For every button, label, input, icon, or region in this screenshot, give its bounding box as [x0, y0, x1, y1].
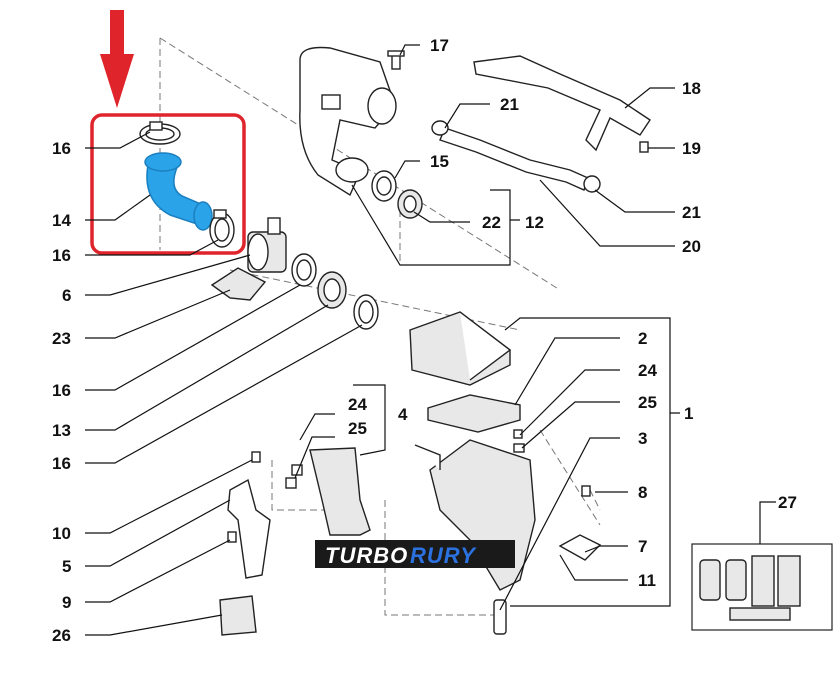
label-16a: 16	[52, 139, 71, 158]
service-kit-27	[691, 543, 833, 631]
label-6: 6	[62, 286, 71, 305]
label-24b: 24	[348, 395, 367, 414]
bolt-10	[251, 451, 261, 463]
label-7: 7	[638, 537, 647, 556]
label-21a: 21	[500, 95, 519, 114]
drain-3	[493, 599, 507, 635]
label-14: 14	[52, 211, 71, 230]
flow-meter-6	[247, 217, 287, 273]
bracket-7-11	[558, 534, 602, 561]
hose-14-highlighted	[144, 152, 213, 231]
bolt-17	[387, 50, 405, 70]
callout-numbers: 16 14 16 6 23 16 13 16 10 5 9 26 17 21 1…	[52, 36, 797, 645]
label-21b: 21	[682, 203, 701, 222]
label-26: 26	[52, 626, 71, 645]
screws-24-25	[513, 429, 525, 453]
label-25a: 25	[638, 393, 657, 412]
label-15: 15	[430, 152, 449, 171]
turborury-watermark: TURBO RURY	[315, 540, 515, 568]
pad-26	[219, 595, 257, 636]
watermark-part1: TURBO	[325, 543, 408, 568]
label-27: 27	[778, 493, 797, 512]
label-22: 22	[482, 213, 501, 232]
label-16b: 16	[52, 246, 71, 265]
label-13: 13	[52, 421, 71, 440]
watermark-part2: RURY	[410, 543, 477, 568]
leader-lines	[85, 44, 776, 636]
bracket-18	[473, 55, 651, 153]
filter-lid	[409, 311, 512, 386]
hose-20	[431, 120, 601, 193]
label-24a: 24	[638, 361, 657, 380]
clamp-16-bottom	[353, 294, 379, 330]
bracket-23	[210, 267, 267, 301]
bracket-5	[227, 478, 271, 579]
label-25b: 25	[348, 419, 367, 438]
clamp-15	[371, 170, 397, 202]
clamp-16-mid	[291, 253, 317, 287]
label-10: 10	[52, 524, 71, 543]
intake-duct-top	[299, 46, 397, 197]
label-16c: 16	[52, 381, 71, 400]
label-1: 1	[684, 404, 693, 423]
clamp-16-top	[139, 121, 181, 145]
label-5: 5	[62, 557, 71, 576]
sleeve-22	[397, 189, 423, 219]
down-arrow-icon	[100, 10, 134, 108]
label-19: 19	[682, 139, 701, 158]
filter-element-2	[427, 394, 521, 433]
label-20: 20	[682, 237, 701, 256]
bolt-8	[581, 485, 591, 497]
ring-13	[317, 271, 347, 309]
label-4: 4	[398, 405, 408, 424]
label-23: 23	[52, 329, 71, 348]
label-9: 9	[62, 593, 71, 612]
label-8: 8	[638, 483, 647, 502]
duct-4	[285, 447, 371, 536]
label-11: 11	[638, 571, 656, 590]
label-17: 17	[430, 36, 449, 55]
highlight-box	[90, 113, 246, 255]
label-16d: 16	[52, 454, 71, 473]
bolt-9	[227, 531, 237, 543]
label-2: 2	[638, 329, 647, 348]
label-12: 12	[525, 213, 544, 232]
label-18: 18	[682, 79, 701, 98]
clamp-16-lower	[209, 209, 235, 248]
label-3: 3	[638, 429, 647, 448]
